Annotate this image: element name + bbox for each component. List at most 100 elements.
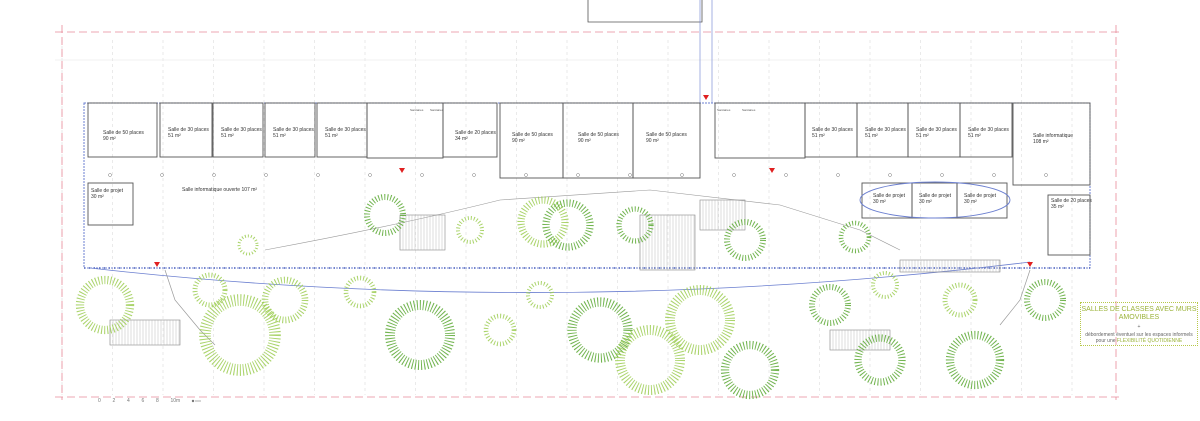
column [888, 173, 892, 177]
tree-icon [1024, 279, 1066, 321]
tree-icon [838, 220, 872, 254]
tree-icon [517, 196, 569, 248]
room-name: Salle de 30 places [865, 127, 906, 133]
room-name: Salle de 50 places [646, 132, 687, 138]
annotation-title: SALLES DE CLASSES AVEC MURS AMOVIBLES [1081, 306, 1197, 321]
column [160, 173, 164, 177]
room-area: 51 m² [916, 133, 929, 139]
room-wall [87, 182, 134, 226]
room-name: Salle de 30 places [812, 127, 853, 133]
column [420, 173, 424, 177]
room-area: 35 m² [1051, 204, 1064, 210]
room-area: 30 m² [873, 199, 886, 205]
scale-tick: 6 [141, 398, 145, 404]
tree-icon [456, 216, 484, 244]
annotation-description: débordement éventuel sur les espaces inf… [1085, 332, 1193, 344]
column [940, 173, 944, 177]
column [368, 173, 372, 177]
tree-icon [942, 282, 978, 318]
room-wall [956, 182, 1008, 219]
scale-tick: 2 [112, 398, 116, 404]
tree-icon [385, 300, 455, 370]
room-area: 51 m² [812, 133, 825, 139]
room-wall [264, 102, 316, 158]
room-name: Salle de projet [964, 193, 996, 199]
column [836, 173, 840, 177]
room-name: Salle de 20 places [455, 130, 496, 136]
service-label: Sanitaires [410, 108, 424, 112]
room-area: 51 m² [168, 133, 181, 139]
scale-tick: 0 [98, 398, 101, 404]
room-name: Salle de 30 places [273, 127, 314, 133]
project-rooms-outline [859, 181, 1011, 219]
room-area: 51 m² [865, 133, 878, 139]
tree-icon [615, 325, 685, 395]
room-area: 90 m² [646, 138, 659, 144]
room-area: 51 m² [968, 133, 981, 139]
tree-icon [616, 206, 654, 244]
room-wall [1047, 194, 1091, 256]
room-wall [632, 102, 701, 179]
room-wall [1012, 102, 1091, 186]
north-arrow-icon [190, 398, 202, 406]
room-area: 51 m² [325, 133, 338, 139]
column [264, 173, 268, 177]
existing-building [587, 0, 703, 23]
service-label: Sanitaires [742, 108, 756, 112]
room-name: Salle de 50 places [103, 130, 144, 136]
tree-icon [720, 340, 780, 400]
column [108, 173, 112, 177]
room-area: 30 m² [919, 199, 932, 205]
room-area: 90 m² [103, 136, 116, 142]
column [628, 173, 632, 177]
column [316, 173, 320, 177]
room-name: Salle informatique ouverte 107 m² [182, 187, 258, 193]
service-block [366, 102, 444, 159]
path-line [164, 269, 1031, 346]
tree-icon [945, 330, 1005, 390]
tree-icon [364, 194, 406, 236]
tree-icon [261, 276, 309, 324]
service-block [714, 102, 806, 159]
room-wall [87, 102, 158, 158]
room-name: Salle de projet [873, 193, 905, 199]
tree-icon [809, 284, 851, 326]
entrance-marker-icon [154, 262, 160, 267]
entrance-marker-icon [703, 95, 709, 100]
service-label: Sanitaires [430, 108, 444, 112]
room-wall [159, 102, 213, 158]
room-name: Salle de 30 places [221, 127, 262, 133]
column [472, 173, 476, 177]
tree-icon [542, 199, 594, 251]
tree-icon [871, 271, 899, 299]
column [212, 173, 216, 177]
entrance-marker-icon [769, 168, 775, 173]
tree-icon [483, 313, 517, 347]
stair [399, 214, 446, 251]
entrance-marker-icon [1027, 262, 1033, 267]
room-area: 51 m² [221, 133, 234, 139]
column [680, 173, 684, 177]
tree-icon [526, 281, 554, 309]
room-name: Salle de 30 places [325, 127, 366, 133]
tree-icon [75, 275, 135, 335]
service-label: Sanitaires [717, 108, 731, 112]
tree-icon [343, 275, 377, 309]
annotation-plus: + [1137, 324, 1141, 330]
tree-icon [192, 272, 228, 308]
tree-icon [567, 297, 633, 363]
column [576, 173, 580, 177]
stair [699, 199, 746, 231]
room-label: Salle informatique ouverte 107 m² [182, 187, 257, 193]
